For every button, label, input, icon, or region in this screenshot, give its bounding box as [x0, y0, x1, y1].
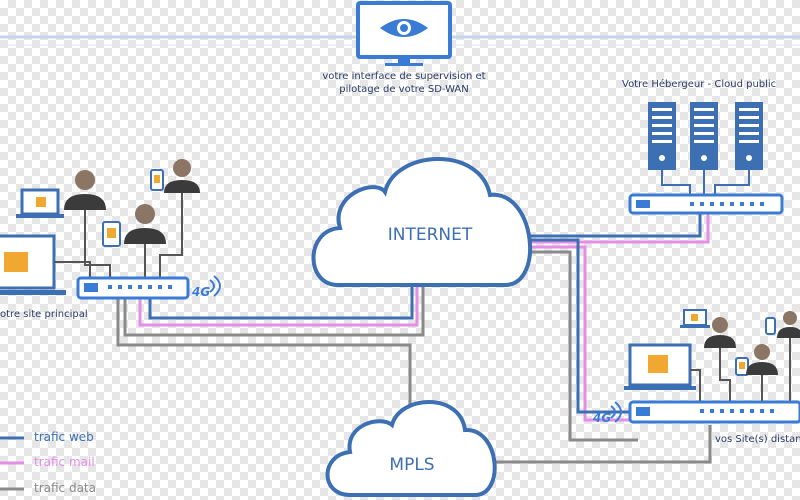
remote-router-icon	[628, 400, 800, 424]
supervision-line-2: pilotage de votre SD-WAN	[339, 84, 469, 95]
phone-icon	[150, 169, 164, 191]
cloud-host-label: Votre Hébergeur - Cloud public	[622, 79, 777, 90]
signal-4g-icon: 4G	[191, 275, 221, 299]
desktop-monitor-icon	[0, 234, 66, 295]
eye-monitor-icon	[356, 1, 452, 66]
supervision-caption: votre interface de supervision et pilota…	[300, 70, 508, 96]
legend-swatches	[0, 436, 24, 491]
legend-item-web: trafic web	[34, 430, 94, 444]
web-link-internet-to-remote	[523, 238, 638, 414]
device-cables	[54, 193, 183, 278]
internet-cloud	[311, 157, 533, 287]
laptop-icon	[16, 188, 64, 218]
mpls-label: MPLS	[389, 455, 434, 475]
remote-device-cables	[690, 338, 791, 402]
mail-link-internet-to-remote	[523, 245, 638, 422]
internet-label: INTERNET	[388, 225, 473, 245]
main-site-router-icon	[76, 276, 190, 300]
supervision-line-1: votre interface de supervision et	[322, 71, 486, 82]
mail-link-main-to-internet	[138, 280, 419, 327]
data-link-main-to-mpls	[116, 298, 412, 412]
remote-phone-icon	[735, 317, 776, 376]
data-link-internet-to-remote	[523, 250, 638, 442]
remote-signal-4g-icon: 4G	[592, 401, 622, 425]
data-link-mpls-to-remote	[470, 425, 712, 464]
legend-item-mail: trafic mail	[34, 455, 95, 469]
server-cables	[661, 170, 750, 195]
mpls-cloud	[325, 400, 497, 497]
remote-monitor-icon	[624, 343, 696, 390]
server-slots	[652, 108, 759, 161]
legend-item-data: trafic data	[34, 481, 96, 495]
main-site-4g: 4G	[191, 285, 210, 299]
data-link-main-to-internet	[123, 280, 425, 337]
cloud-router-icon	[628, 193, 784, 215]
mail-link-internet-to-cloud	[523, 212, 710, 244]
remote-4g: 4G	[592, 411, 611, 425]
person-icon	[64, 159, 200, 244]
remote-person-icon	[704, 311, 800, 375]
web-link-internet-to-cloud	[523, 212, 702, 238]
remote-sites-label: vos Site(s) distan	[715, 434, 800, 445]
tablet-icon	[102, 221, 121, 247]
main-site-label: otre site principal	[0, 309, 88, 320]
web-link-main-to-internet	[148, 280, 414, 320]
remote-laptop-icon	[680, 309, 710, 328]
